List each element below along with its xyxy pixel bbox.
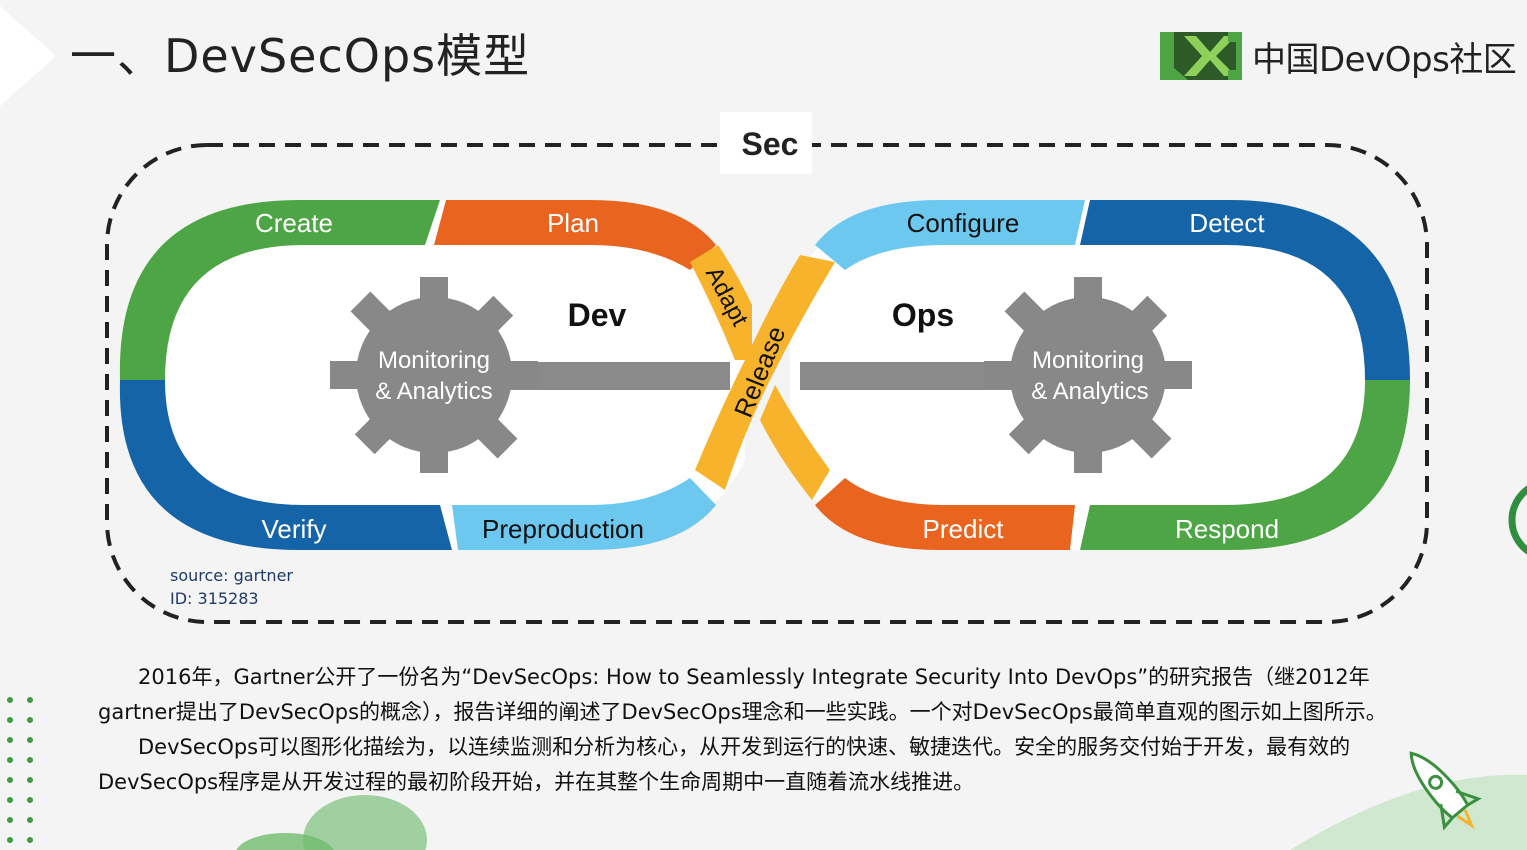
source-line2: ID: 315283 bbox=[170, 589, 259, 608]
plan-label: Plan bbox=[547, 208, 599, 238]
verify-segment bbox=[119, 380, 453, 550]
respond-segment bbox=[1080, 380, 1410, 550]
description: 2016年，Gartner公开了一份名为“DevSecOps: How to S… bbox=[98, 660, 1468, 800]
ops-label: Ops bbox=[892, 297, 954, 333]
blob-decoration bbox=[236, 833, 334, 850]
configure-label: Configure bbox=[907, 208, 1020, 238]
configure-segment bbox=[815, 200, 1085, 270]
brand-logo: 中国DevOps社区 bbox=[1158, 30, 1517, 82]
adapt-segment bbox=[690, 245, 752, 360]
predict-segment bbox=[815, 478, 1075, 550]
description-p2-line1: DevSecOps可以图形化描绘为，以连续监测和分析为核心，从开发到运行的快速、… bbox=[138, 735, 1351, 759]
gear-left-line2: & Analytics bbox=[375, 378, 492, 405]
title-wedge-decoration bbox=[0, 6, 56, 106]
source-line1: source: gartner bbox=[170, 566, 293, 585]
page-title: 一、DevSecOps模型 bbox=[70, 29, 531, 83]
blob-decoration bbox=[303, 795, 427, 850]
gear-left-icon bbox=[330, 277, 538, 473]
dev-label: Dev bbox=[568, 297, 627, 333]
detect-label: Detect bbox=[1189, 208, 1265, 238]
create-label: Create bbox=[255, 208, 333, 238]
plan-segment bbox=[434, 200, 716, 270]
release-lower-segment bbox=[760, 385, 830, 500]
respond-label: Respond bbox=[1175, 514, 1279, 544]
gear-right-line1: Monitoring bbox=[1032, 347, 1144, 374]
dev-label-box bbox=[545, 286, 649, 342]
ring-decoration bbox=[1508, 485, 1527, 555]
logo-text: 中国DevOps社区 bbox=[1252, 39, 1517, 80]
description-p1-line2: gartner提出了DevSecOps的概念），报告详细的阐述了DevSecOp… bbox=[98, 700, 1387, 724]
hill-decoration bbox=[1290, 774, 1527, 850]
gear-right-line2: & Analytics bbox=[1031, 378, 1148, 405]
gear-left-line1: Monitoring bbox=[378, 347, 490, 374]
detect-segment bbox=[1080, 200, 1410, 380]
center-connector-left bbox=[505, 362, 730, 390]
sec-label-box bbox=[720, 112, 812, 174]
create-segment bbox=[119, 200, 441, 380]
release-segment bbox=[695, 255, 835, 490]
description-p1-line1: 2016年，Gartner公开了一份名为“DevSecOps: How to S… bbox=[138, 665, 1370, 689]
gear-right-icon bbox=[984, 277, 1192, 473]
predict-label: Predict bbox=[923, 514, 1005, 544]
ops-label-box bbox=[868, 286, 978, 342]
sec-label: Sec bbox=[742, 126, 799, 162]
preproduction-segment bbox=[452, 478, 716, 550]
description-p2-line2: DevSecOps程序是从开发过程的最初阶段开始，并在其整个生命周期中一直随着流… bbox=[98, 770, 975, 794]
preproduction-label: Preproduction bbox=[482, 514, 644, 544]
dot-pattern-decoration bbox=[7, 697, 33, 843]
verify-label: Verify bbox=[261, 514, 326, 544]
rocket-icon bbox=[1409, 751, 1482, 831]
devsecops-diagram: Sec Monitoring & Analytics bbox=[105, 112, 1429, 624]
logo-mark-icon bbox=[1160, 32, 1242, 80]
